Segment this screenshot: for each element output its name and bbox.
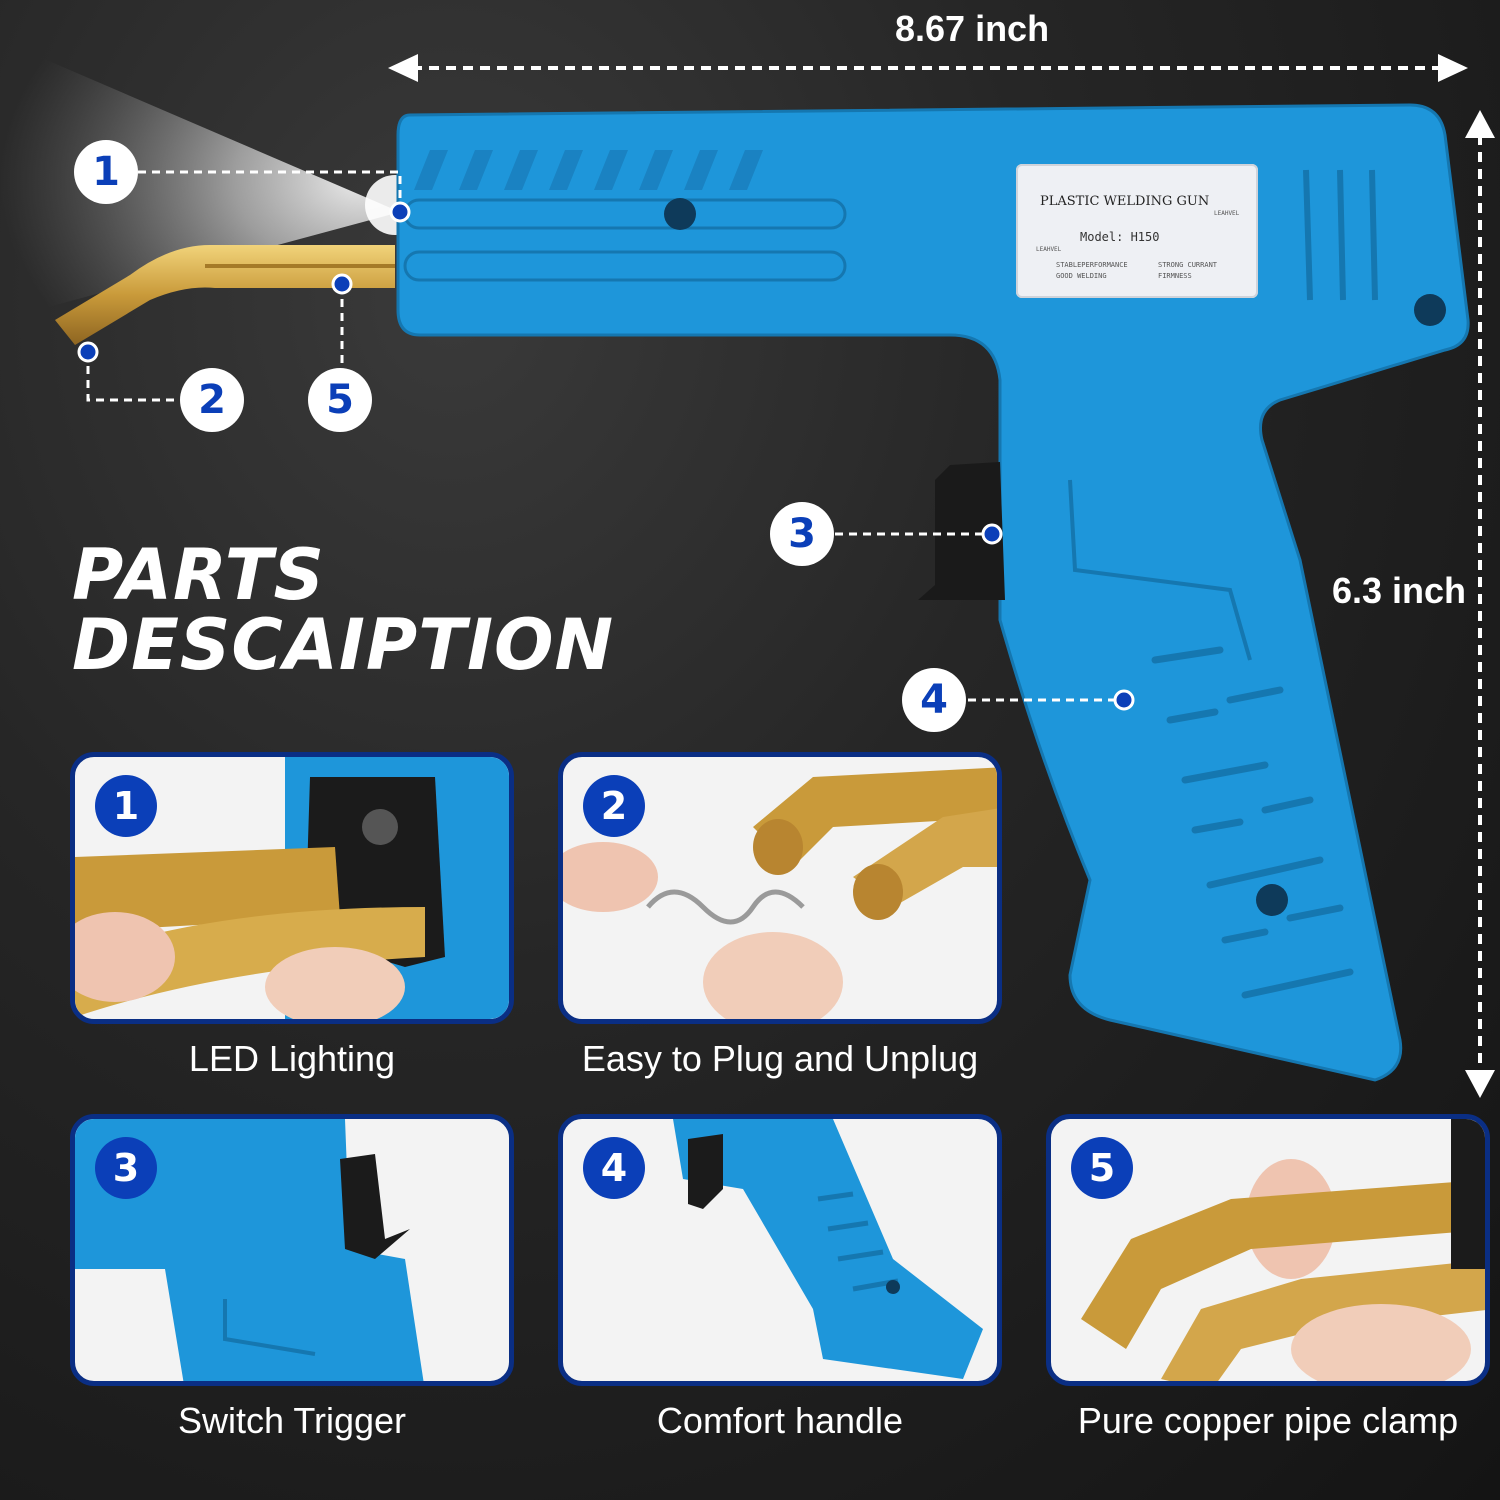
panel-4-caption: Comfort handle <box>656 1400 904 1441</box>
panel-2-number: 2 <box>583 775 645 837</box>
panel-copper-clamp: 5 <box>1046 1114 1490 1386</box>
callout-3: 3 <box>770 502 834 566</box>
panel-comfort-handle: 4 <box>558 1114 1002 1386</box>
callout-5: 5 <box>308 368 372 432</box>
title-line-2: DESCAIPTION <box>72 604 615 686</box>
label-brand-logo-left: LEAHVEL <box>1036 246 1062 253</box>
label-product-name: PLASTIC WELDING GUN <box>1040 194 1210 209</box>
panel-3-number: 3 <box>95 1137 157 1199</box>
switch-trigger <box>918 462 1005 600</box>
height-dimension: 6.3 inch <box>1332 570 1467 611</box>
panel-switch-trigger: 3 <box>70 1114 514 1386</box>
product-label: PLASTIC WELDING GUN Model: H150 STABLEPE… <box>1016 164 1258 298</box>
panel-3-caption: Switch Trigger <box>177 1400 407 1441</box>
title-line-1: PARTS <box>72 534 325 616</box>
panel-led-lighting: 1 <box>70 752 514 1024</box>
copper-tip <box>55 245 395 345</box>
panel-5-number: 5 <box>1071 1137 1133 1199</box>
panel-1-caption: LED Lighting <box>188 1038 396 1079</box>
callout-4: 4 <box>902 668 966 732</box>
panel-4-number: 4 <box>583 1137 645 1199</box>
led-light-beam <box>0 40 400 320</box>
label-text-left: STABLEPERFORMANCE GOOD WELDING <box>1056 261 1128 280</box>
width-dimension: 8.67 inch <box>895 8 1050 49</box>
callout-1: 1 <box>74 140 138 204</box>
gun-body <box>396 103 1470 1082</box>
label-model: Model: H150 <box>1080 230 1160 244</box>
label-text-right: STRONG CURRANT FIRMNESS <box>1158 261 1218 280</box>
panel-plug-unplug: 2 <box>558 752 1002 1024</box>
label-brand-logo: LEAHVEL <box>1214 210 1240 217</box>
callout-2: 2 <box>180 368 244 432</box>
panel-5-caption: Pure copper pipe clamp <box>1077 1400 1459 1441</box>
panel-1-number: 1 <box>95 775 157 837</box>
page-title: PARTS DESCAIPTION <box>72 540 614 680</box>
panel-2-caption: Easy to Plug and Unplug <box>581 1038 979 1079</box>
